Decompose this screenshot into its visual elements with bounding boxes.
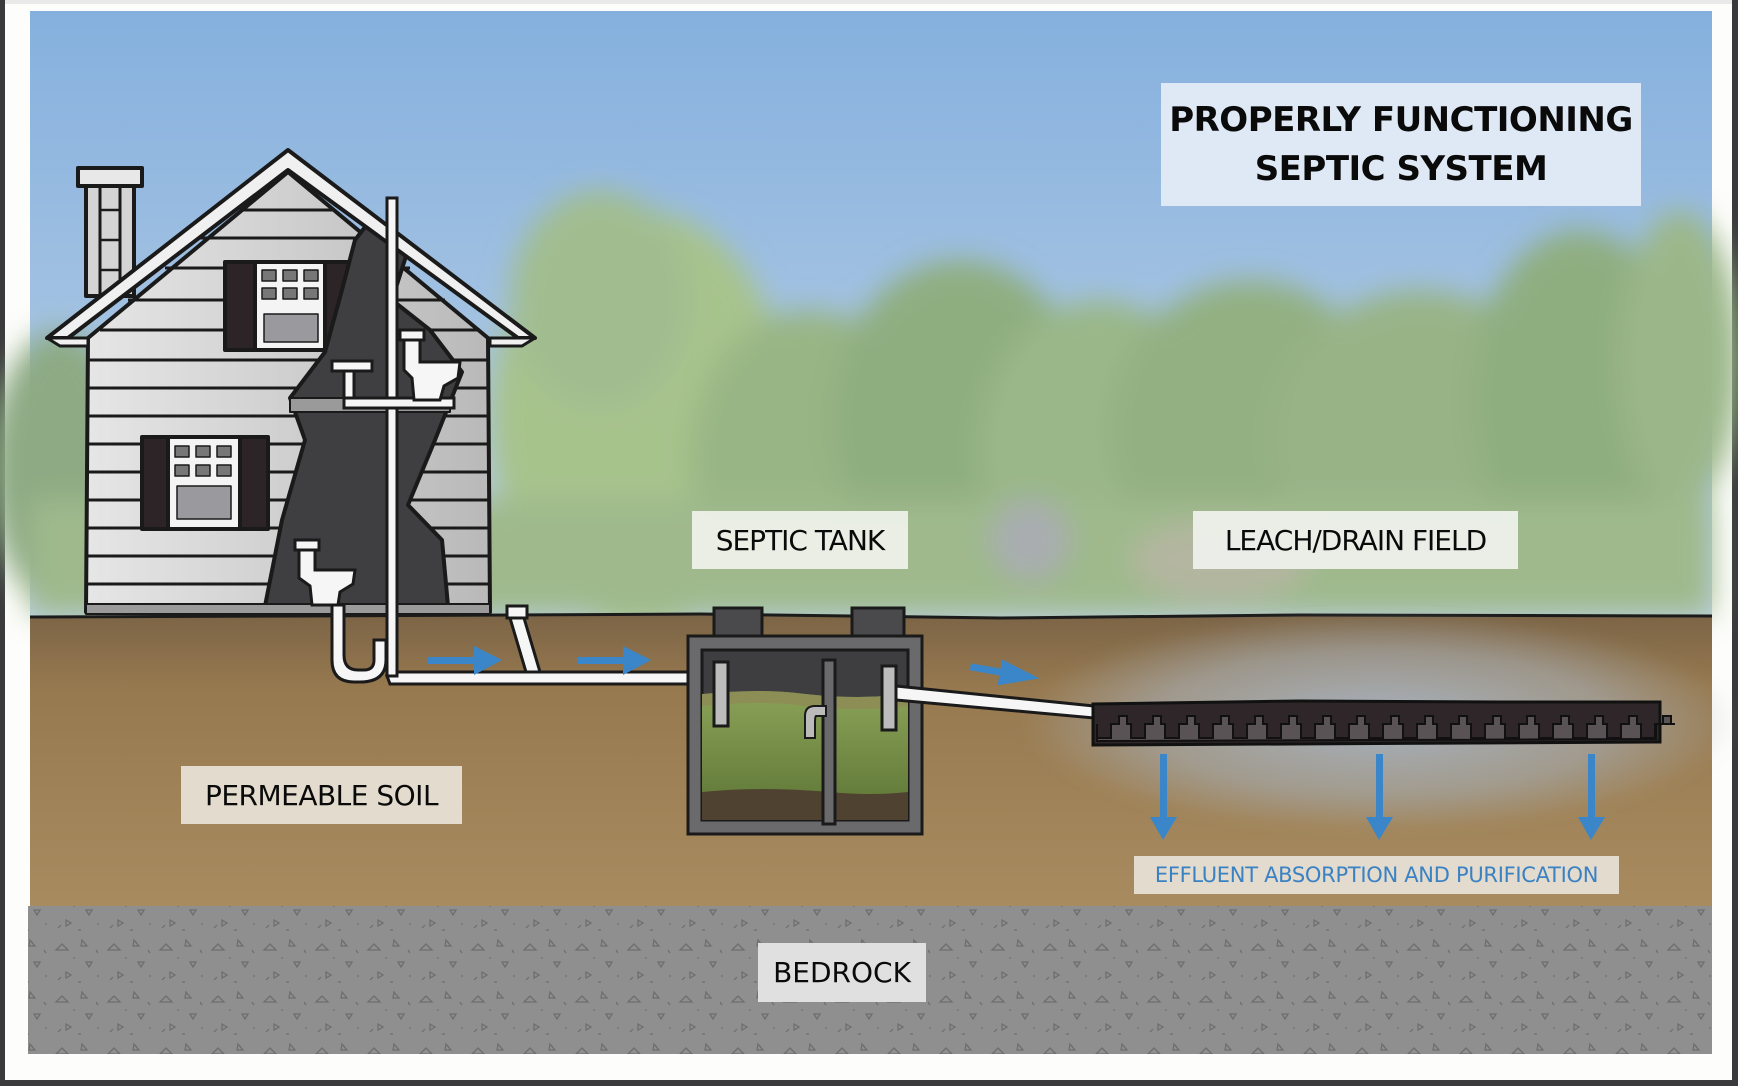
- chimney-cap: [76, 166, 144, 188]
- permeable-soil-label: PERMEABLE SOIL: [181, 766, 462, 824]
- leach-field-label: LEACH/DRAIN FIELD: [1193, 511, 1518, 569]
- cleanout-pipe: [507, 616, 543, 674]
- flow-arrow-right-icon: [577, 646, 651, 675]
- effluent-label: EFFLUENT ABSORPTION AND PURIFICATION: [1134, 856, 1619, 894]
- baffle-tee: [804, 705, 827, 739]
- title-line-1: PROPERLY FUNCTIONING: [1169, 99, 1633, 140]
- diagram-title: PROPERLY FUNCTIONING SEPTIC SYSTEM: [1161, 83, 1641, 206]
- frame-right-edge: [1732, 0, 1738, 1086]
- plumbing: [293, 196, 702, 686]
- bedrock-label: BEDROCK: [758, 943, 926, 1002]
- frame-bottom-edge: [0, 1080, 1738, 1086]
- septic-tank-label: SEPTIC TANK: [692, 511, 908, 569]
- tank-baffle: [821, 658, 837, 826]
- flow-arrow-down-icon: [1150, 754, 1177, 840]
- flow-arrows: [428, 646, 1605, 840]
- flow-arrow-right-icon: [969, 659, 1040, 686]
- shutter: [238, 435, 270, 531]
- scum-layer: [702, 691, 908, 709]
- drain-field: [1091, 699, 1675, 747]
- shutter: [140, 435, 172, 531]
- inlet-tee: [712, 660, 730, 728]
- title-line-2: SEPTIC SYSTEM: [1254, 148, 1548, 189]
- cleanout-cap: [505, 604, 529, 620]
- frame-top-edge: [0, 0, 1738, 4]
- sludge-layer: [702, 789, 908, 820]
- trap: [330, 603, 388, 684]
- septic-tank: [686, 606, 924, 836]
- tank-effluent: [702, 691, 908, 820]
- flow-arrow-right-icon: [428, 646, 502, 675]
- flow-arrow-down-icon: [1366, 754, 1393, 840]
- flow-arrow-down-icon: [1578, 754, 1605, 840]
- sewer-line: [384, 670, 702, 686]
- foundation: [85, 603, 491, 615]
- outlet-tee: [880, 664, 898, 732]
- shutter: [223, 260, 257, 352]
- vent-stack: [385, 196, 399, 678]
